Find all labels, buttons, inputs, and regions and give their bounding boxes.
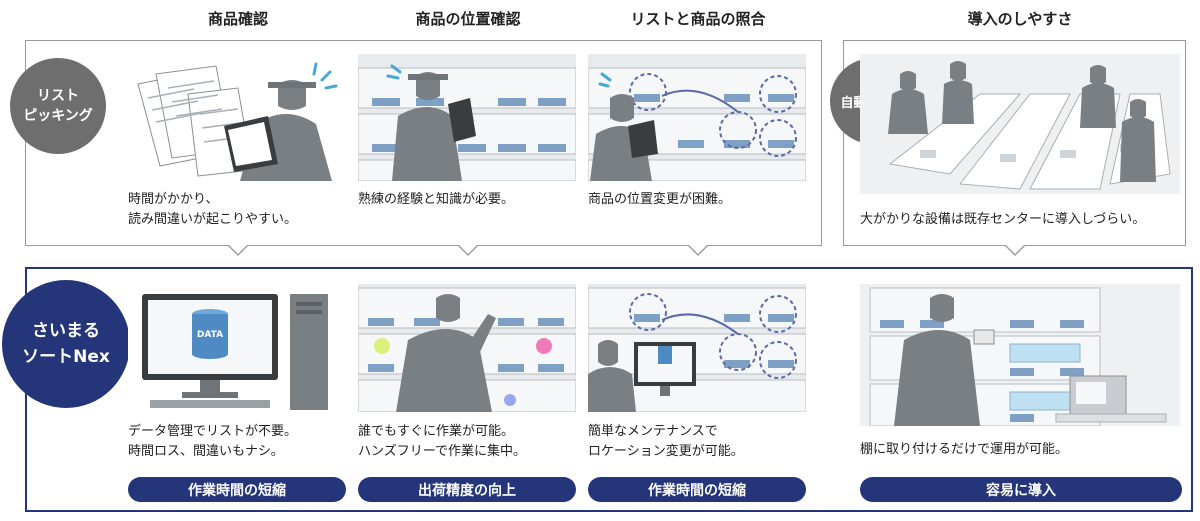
data-icon-label: DATA [196, 330, 224, 340]
caption-product-check-issue: 時間がかかり、 読み間違いが起こりやすい。 [128, 192, 298, 227]
caption-easy-install: 棚に取り付けるだけで運用が可能。 [860, 442, 1069, 457]
illustration-easy-install [860, 284, 1180, 426]
caption-hands-free: 誰でもすぐに作業が可能。 ハンズフリーで作業に集中。 [358, 424, 526, 459]
paper-list-icon [137, 62, 338, 181]
badge-work-time-reduction: 作業時間の短縮 [588, 477, 806, 502]
header-product-check: 商品確認 [207, 10, 268, 28]
illustration-location-change [588, 284, 806, 412]
caption-location-change: 簡単なメンテナンスで ロケーション変更が可能。 [588, 424, 744, 459]
caption-location-check-issue: 熟練の経験と知識が必要。 [358, 192, 515, 207]
sorting-nex-label: さいまる ソートNex [2, 280, 130, 408]
illustration-data-management: DATA [128, 284, 346, 412]
badge-shipping-accuracy: 出荷精度の向上 [358, 477, 576, 502]
header-ease-of-introduction: 導入のしやすさ [967, 10, 1073, 28]
header-list-matching: リストと商品の照合 [630, 10, 766, 28]
illustration-lit-shelves [358, 284, 576, 412]
illustration-automated-warehouse [860, 54, 1180, 194]
caption-data-management: データ管理でリストが不要。 時間ロス、間違いもナシ。 [128, 424, 298, 459]
illustration-paper-list [128, 54, 346, 181]
caption-automated-issue: 大がかりな設備は既存センターに導入しづらい。 [860, 212, 1146, 227]
illustration-list-matching [588, 54, 806, 181]
header-location-check: 商品の位置確認 [415, 10, 521, 28]
caption-list-matching-issue: 商品の位置変更が困難。 [588, 192, 732, 207]
list-picking-label: リスト ピッキング [10, 58, 106, 154]
badge-work-time-reduction: 作業時間の短縮 [128, 477, 346, 502]
badge-easy-introduction: 容易に導入 [860, 477, 1182, 502]
illustration-shelf-search [358, 54, 576, 181]
